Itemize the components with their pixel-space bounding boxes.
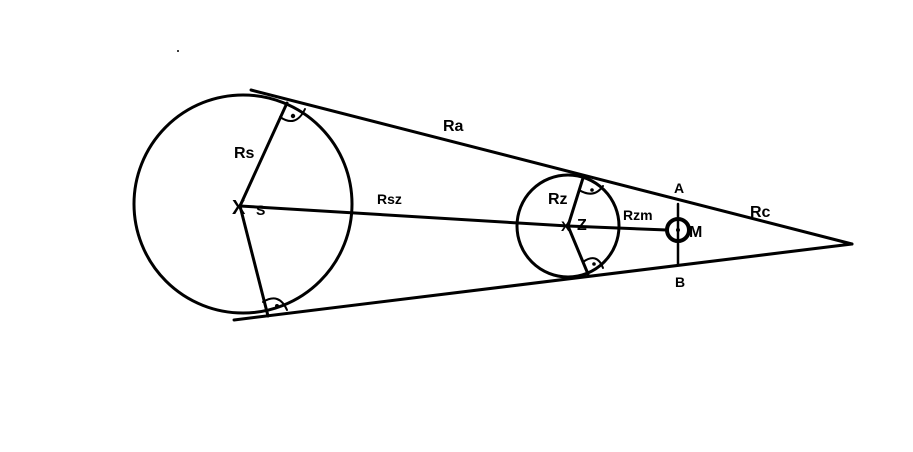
center-line-sun-earth bbox=[238, 204, 570, 228]
earth-radius-upper bbox=[566, 176, 585, 228]
right-angle-dot-earth-upper bbox=[590, 188, 594, 192]
label-rzm: Rzm bbox=[623, 207, 653, 223]
upper-tangent-line bbox=[249, 88, 854, 246]
label-z: Z bbox=[577, 217, 587, 234]
sun-circle bbox=[132, 93, 354, 315]
right-angle-dot-earth-lower bbox=[592, 262, 596, 266]
label-rc: Rc bbox=[750, 204, 771, 221]
label-m: M bbox=[689, 224, 702, 241]
label-rsz: Rsz bbox=[377, 191, 402, 207]
earth-circle bbox=[515, 173, 621, 279]
label-rs: Rs bbox=[234, 145, 255, 162]
right-angle-dot-sun-lower bbox=[275, 304, 279, 308]
stray-dot bbox=[177, 50, 179, 52]
right-angle-dot-sun-upper bbox=[290, 113, 296, 119]
label-rz: Rz bbox=[548, 191, 568, 208]
sun-radius-upper bbox=[238, 101, 289, 208]
label-ra: Ra bbox=[443, 118, 464, 135]
sun-center-cross: X bbox=[232, 197, 246, 219]
label-b: B bbox=[675, 274, 685, 290]
label-a: A bbox=[674, 180, 684, 196]
right-angle-mark-sun-upper bbox=[279, 108, 306, 123]
right-angle-mark-earth-lower bbox=[582, 257, 604, 269]
earth-radius-lower bbox=[566, 224, 590, 276]
right-angle-mark-sun-lower bbox=[262, 297, 288, 311]
earth-center-cross: X bbox=[561, 218, 571, 234]
right-angle-mark-earth-upper bbox=[578, 185, 604, 195]
label-s: S bbox=[256, 202, 265, 218]
sun-radius-lower bbox=[238, 204, 270, 318]
lower-tangent-line bbox=[232, 242, 854, 322]
center-line-earth-moon bbox=[566, 224, 669, 232]
